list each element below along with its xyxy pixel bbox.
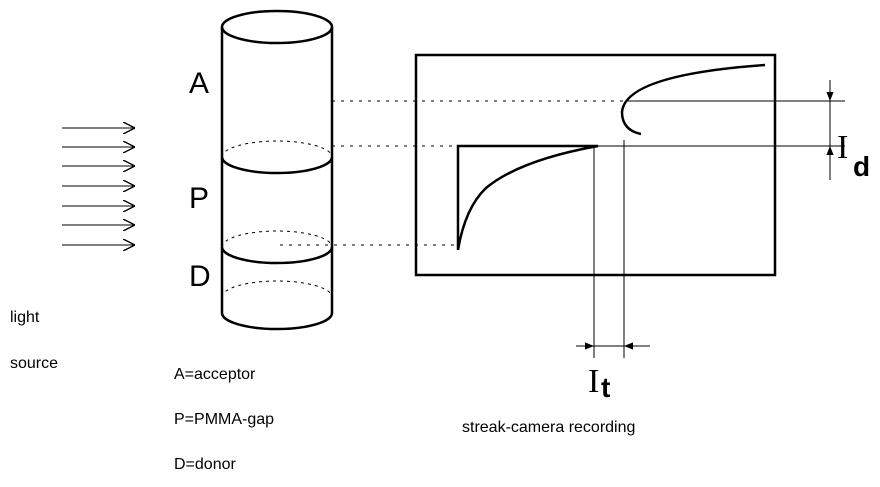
- time-subscript: t: [601, 372, 610, 403]
- acceptor-streak-trace: [620, 63, 766, 136]
- layer-letter-d: D: [189, 260, 211, 293]
- bottom-back-guide: [221, 280, 333, 298]
- recording-caption: streak-camera recording: [462, 419, 635, 436]
- distance-subscript: d: [853, 151, 870, 182]
- light-rays: [62, 128, 135, 245]
- cylinder-bottom: [220, 312, 334, 331]
- boundary-p-d-front: [220, 246, 334, 265]
- time-symbol: I: [588, 363, 599, 400]
- time-dimension: I t: [576, 140, 650, 403]
- donor-streak-trace: [456, 144, 599, 251]
- layer-letter-a: A: [189, 67, 209, 100]
- recording-frame: [414, 53, 777, 277]
- boundary-a-p-front: [220, 156, 334, 175]
- cylinder-top: [220, 9, 334, 45]
- boundary-p-d-back: [221, 230, 333, 248]
- boundary-a-p-back: [221, 140, 333, 158]
- distance-symbol: I: [837, 129, 848, 166]
- projection-lines: [280, 100, 628, 246]
- legend-donor: D=donor: [174, 456, 236, 473]
- sample-cylinder: A P D: [189, 9, 334, 331]
- legend-gap: P=PMMA-gap: [174, 411, 274, 428]
- streak-camera-frame: [414, 53, 777, 277]
- light-source-label-line2: source: [10, 355, 58, 372]
- distance-dimension: I d: [598, 80, 870, 182]
- light-source-label-line1: light: [10, 309, 40, 326]
- legend-acceptor: A=acceptor: [174, 366, 256, 383]
- layer-letter-p: P: [189, 182, 209, 215]
